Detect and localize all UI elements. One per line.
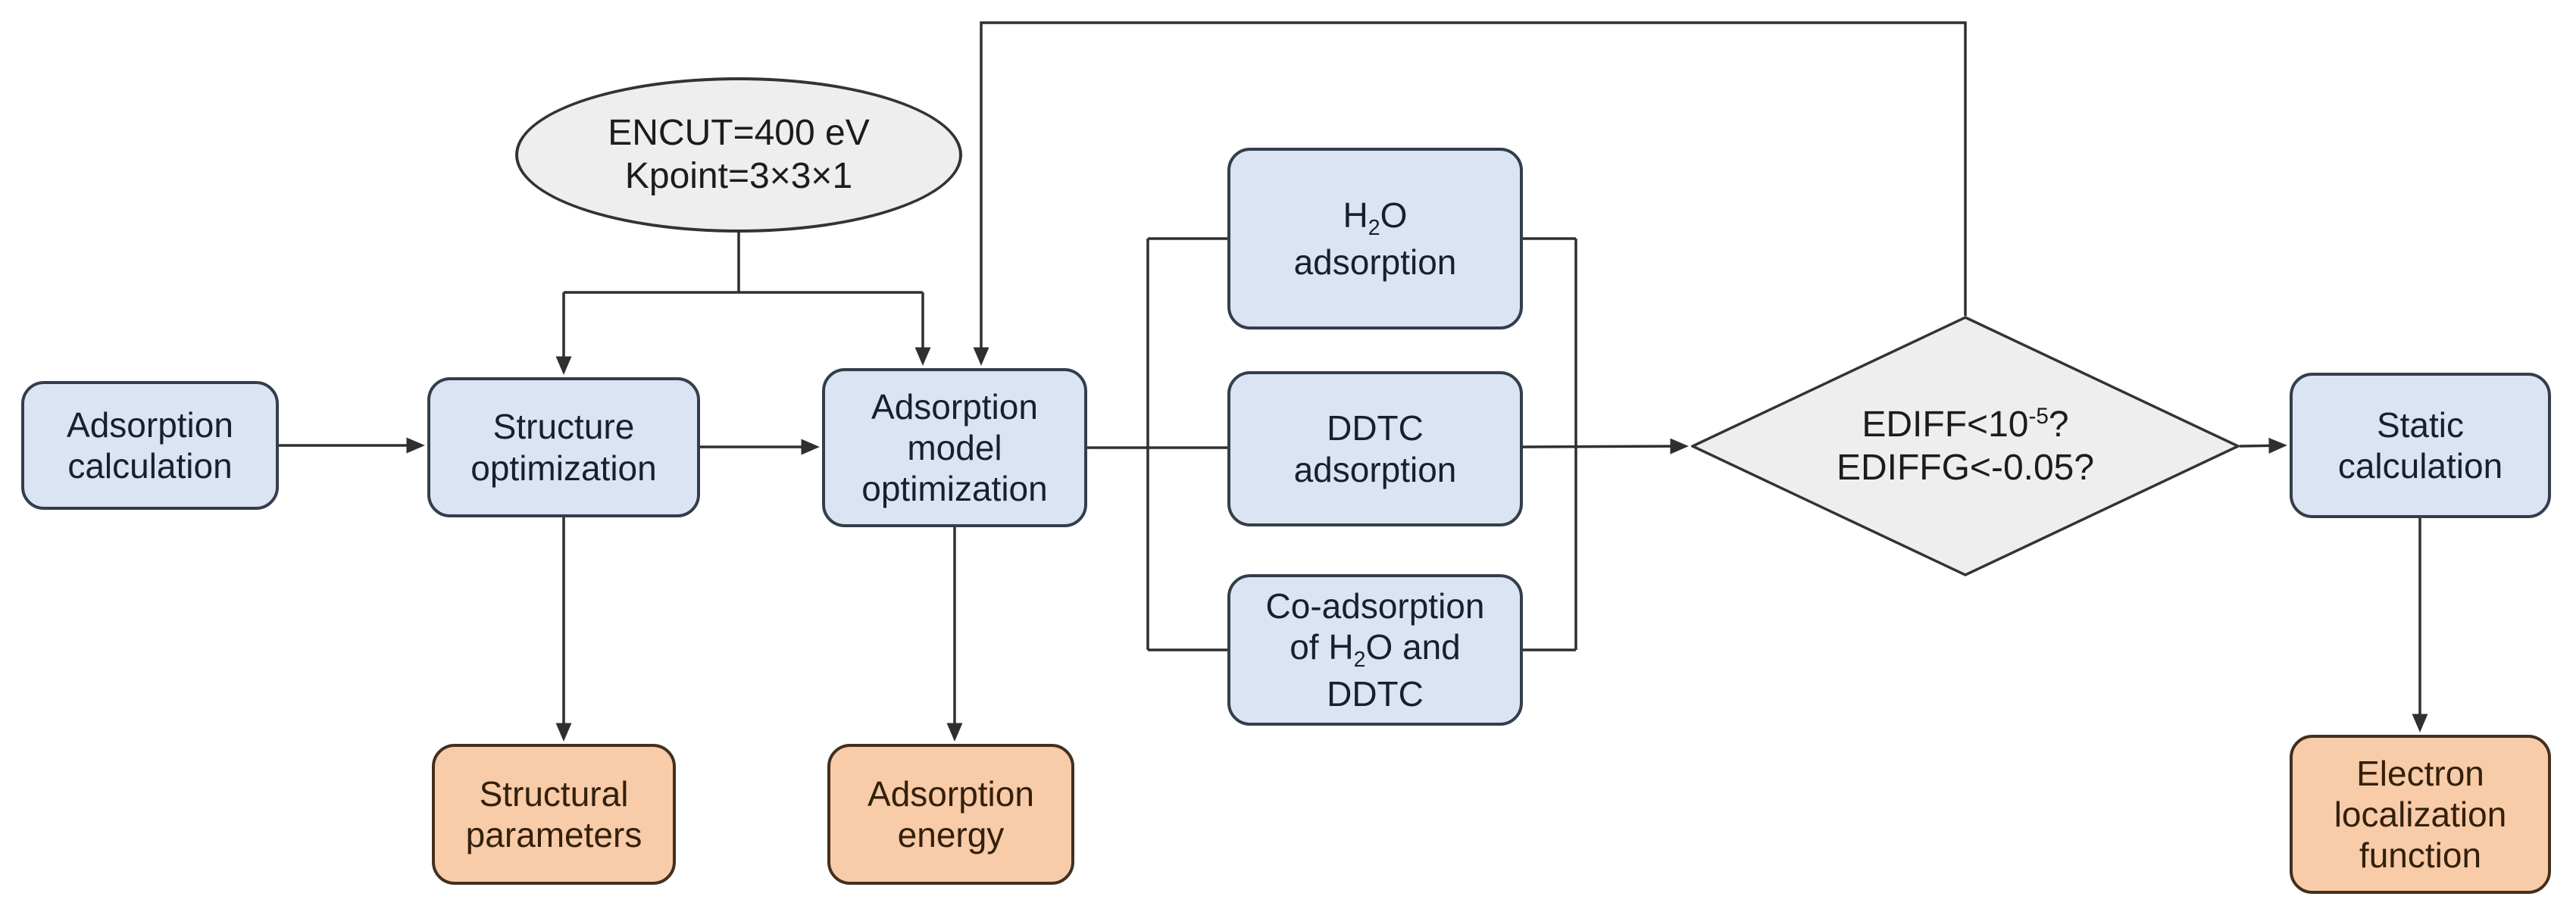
- node-adsorption-energy: Adsorption energy: [827, 744, 1074, 885]
- node-structure-optimization: Structure optimization: [427, 377, 700, 517]
- edge-feedback-decision-to-model-opt: [973, 21, 1967, 366]
- node-ddtc-adsorption-label: DDTC adsorption: [1293, 408, 1457, 489]
- decision-diamond-shape: [1691, 316, 2240, 576]
- node-structure-optimization-label: Structure optimization: [470, 407, 657, 488]
- node-adsorption-model-optimization-label: Adsorption model optimization: [861, 386, 1048, 509]
- edge-decision-to-static-calc: [2239, 437, 2287, 454]
- node-co-adsorption: Co-adsorption of H2O and DDTC: [1227, 574, 1523, 726]
- edge-merge-to-decision: [1522, 438, 1689, 454]
- node-static-calculation-label: Static calculation: [2337, 405, 2503, 486]
- node-convergence-decision: EDIFF<10-5? EDIFFG<-0.05?: [1691, 316, 2240, 576]
- node-structural-parameters: Structural parameters: [432, 744, 676, 885]
- node-parameters-ellipse-label: ENCUT=400 eV Kpoint=3×3×1: [608, 112, 870, 196]
- node-adsorption-energy-label: Adsorption energy: [868, 773, 1034, 854]
- node-co-adsorption-label: Co-adsorption of H2O and DDTC: [1265, 586, 1485, 714]
- node-h2o-adsorption-label: H2O adsorption: [1293, 195, 1457, 282]
- node-convergence-decision-label: EDIFF<10-5? EDIFFG<-0.05?: [1836, 403, 2095, 488]
- node-adsorption-calculation-label: Adsorption calculation: [67, 405, 233, 486]
- node-adsorption-model-optimization: Adsorption model optimization: [822, 368, 1087, 527]
- node-static-calculation: Static calculation: [2290, 373, 2551, 518]
- node-parameters-ellipse: ENCUT=400 eV Kpoint=3×3×1: [515, 77, 962, 233]
- node-h2o-adsorption: H2O adsorption: [1227, 148, 1523, 330]
- node-adsorption-calculation: Adsorption calculation: [21, 381, 279, 510]
- node-electron-localization-function: Electron localization function: [2290, 735, 2551, 894]
- node-structural-parameters-label: Structural parameters: [465, 773, 642, 854]
- node-ddtc-adsorption: DDTC adsorption: [1227, 371, 1523, 526]
- node-electron-localization-function-label: Electron localization function: [2334, 753, 2507, 876]
